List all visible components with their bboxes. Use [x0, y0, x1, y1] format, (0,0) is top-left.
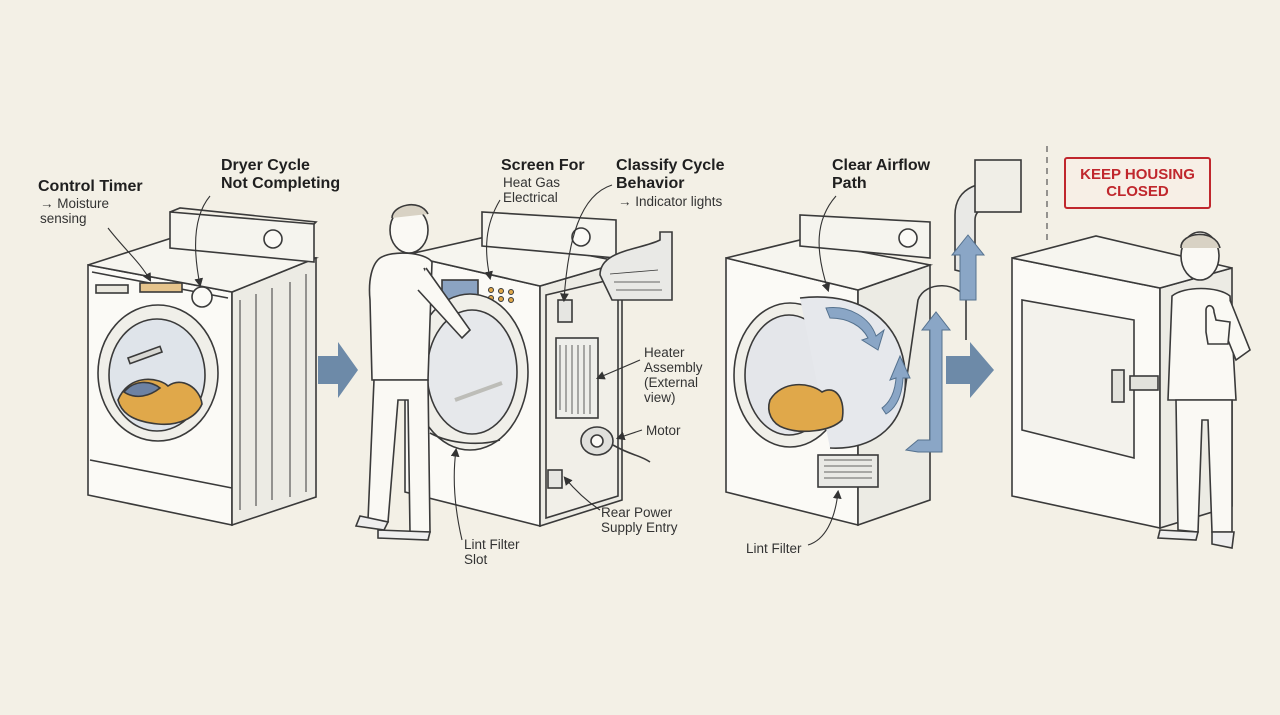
- classify-cycle-label: Classify Cycle Behavior: [616, 157, 725, 192]
- dryer-1: [87, 207, 319, 527]
- screen-categories-label: Heat Gas Electrical: [503, 175, 561, 206]
- motor-label: Motor: [646, 423, 681, 438]
- technician-figure: [354, 204, 472, 541]
- control-timer-label: Control Timer: [38, 178, 143, 195]
- airflow-arrow-icon: [825, 234, 986, 453]
- flow-arrow-icon: [318, 342, 358, 398]
- moisture-sensing-label: → Moisture sensing: [40, 196, 110, 227]
- heater-assembly-label: Heater Assembly (External view): [644, 345, 703, 406]
- leader-lines: [107, 184, 842, 546]
- homeowner-figure: [1156, 231, 1251, 549]
- lint-slot-label: Lint Filter Slot: [464, 537, 520, 568]
- dryer-2: [404, 211, 673, 528]
- indicator-lights-label: → Indicator lights: [618, 194, 723, 209]
- cycle-issue-title: Dryer Cycle Not Completing: [221, 157, 341, 192]
- airflow-path-label: Clear Airflow Path: [832, 157, 931, 192]
- flow-arrow-icon: [946, 342, 994, 398]
- keep-housing-closed-sign: KEEP HOUSING CLOSED: [1064, 157, 1211, 209]
- screen-for-label: Screen For: [501, 157, 585, 174]
- rear-power-label: Rear Power Supply Entry: [601, 505, 678, 536]
- thumbs-up-icon: [1205, 304, 1231, 345]
- lint-filter-label: Lint Filter: [746, 541, 802, 556]
